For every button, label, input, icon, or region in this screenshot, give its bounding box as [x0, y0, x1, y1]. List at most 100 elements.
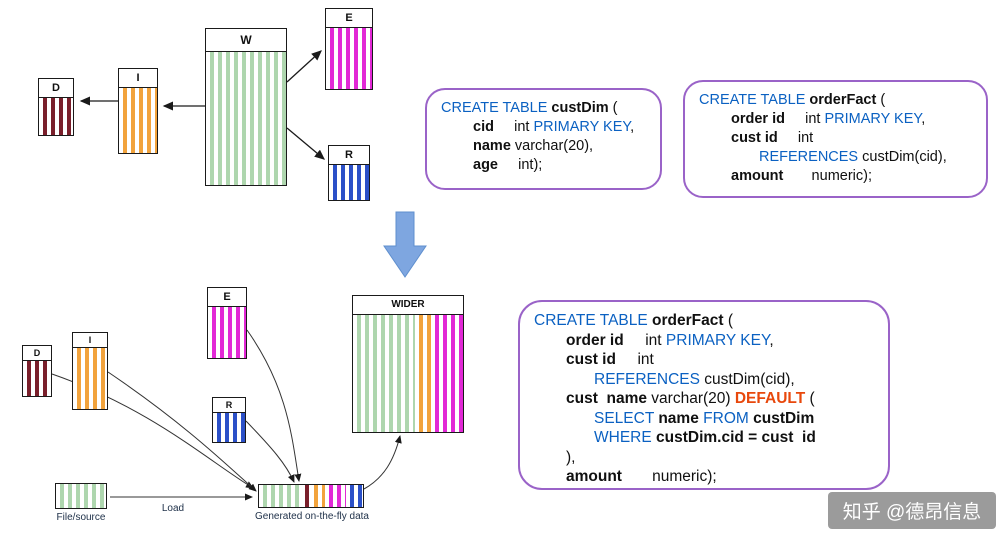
table-box-i-top-label: I	[119, 69, 157, 88]
sql-segment: (	[876, 92, 886, 108]
table-box-d-top-body	[39, 98, 73, 135]
wider-segment-orange	[414, 315, 432, 432]
table-box-r-top: R	[328, 145, 370, 201]
sql-line: REFERENCES custDim(cid),	[759, 148, 972, 167]
sql-segment: ),	[566, 448, 576, 466]
sql-segment: ,	[769, 331, 774, 349]
table-box-d-bottom-body	[23, 361, 51, 396]
sql-segment: age	[473, 157, 498, 173]
sql-segment: int	[784, 111, 825, 127]
table-box-e-top-label: E	[326, 9, 372, 28]
table-box-w-label: W	[206, 29, 286, 52]
sql-segment: name	[658, 409, 699, 427]
sql-box-custdim: CREATE TABLE custDim ( cid int PRIMARY KE…	[425, 88, 662, 190]
file-source-label: File/source	[56, 512, 106, 523]
table-box-wider-body	[353, 315, 463, 432]
generated-segment-green	[259, 485, 301, 507]
sql-line: SELECT name FROM custDim	[594, 409, 874, 429]
table-box-e-bottom: E	[207, 287, 247, 359]
sql-line: age int);	[473, 156, 646, 175]
watermark-badge: 知乎 @德昂信息	[828, 492, 996, 529]
table-box-r-top-label: R	[329, 146, 369, 165]
sql-segment: WHERE	[594, 429, 652, 446]
sql-segment: REFERENCES	[759, 149, 859, 165]
table-box-wider-label: WIDER	[353, 296, 463, 315]
sql-line: WHERE custDim.cid = cust id	[594, 428, 874, 448]
wider-segment-green	[353, 315, 415, 432]
table-box-i-top: I	[118, 68, 158, 154]
sql-line: CREATE TABLE orderFact (	[534, 311, 874, 331]
generated-data-label: Generated on-the-fly data	[255, 511, 369, 522]
sql-segment: varchar(20),	[510, 138, 594, 154]
table-box-e-bottom-label: E	[208, 288, 246, 307]
table-box-w: W	[205, 28, 287, 186]
sql-segment: CREATE TABLE	[699, 92, 810, 108]
sql-box-orderfact-wide: CREATE TABLE orderFact (order id int PRI…	[518, 300, 890, 490]
sql-box-orderfact: CREATE TABLE orderFact (order id int PRI…	[683, 80, 988, 198]
sql-segment: DEFAULT	[734, 390, 806, 407]
sql-segment: (	[608, 100, 618, 116]
sql-segment: FROM	[703, 409, 749, 427]
table-box-i-bottom: I	[72, 332, 108, 410]
sql-segment: name	[473, 138, 511, 154]
sql-segment: CREATE TABLE	[441, 100, 552, 116]
file-source-box-body	[56, 484, 106, 508]
sql-line: cid int PRIMARY KEY,	[473, 118, 646, 137]
sql-segment: (	[723, 312, 733, 329]
table-box-i-bottom-body	[73, 348, 107, 409]
arrow-w-to-e	[286, 50, 322, 83]
sql-segment: orderFact	[652, 312, 724, 329]
sql-segment: (	[805, 390, 815, 407]
sql-segment: int	[615, 351, 654, 368]
sql-segment: PRIMARY KEY	[665, 331, 770, 349]
sql-segment: cust id	[731, 130, 778, 146]
sql-segment: int	[777, 130, 814, 146]
sql-segment: custDim(cid),	[858, 149, 947, 165]
curve-r-to-generated	[245, 420, 295, 483]
sql-segment: REFERENCES	[594, 370, 700, 388]
generated-segment-orange	[309, 485, 325, 507]
sql-segment: custDim.cid	[656, 429, 744, 446]
table-box-r-bottom-body	[213, 413, 245, 442]
table-box-e-top-body	[326, 28, 372, 89]
sql-segment: numeric);	[621, 468, 717, 485]
table-box-d-top-label: D	[39, 79, 73, 98]
curve-e-to-generated	[246, 329, 302, 482]
sql-segment: int	[623, 331, 666, 349]
table-box-r-bottom-label: R	[213, 398, 245, 413]
table-box-w-body	[206, 52, 286, 185]
table-box-d-bottom-label: D	[23, 346, 51, 361]
wider-segment-magenta	[431, 315, 463, 432]
sql-segment: CREATE TABLE	[534, 312, 653, 329]
sql-segment: int);	[498, 157, 543, 173]
sql-segment: cid	[473, 119, 494, 135]
sql-segment: order id	[566, 331, 624, 349]
table-box-d-top: D	[38, 78, 74, 136]
file-source-box	[55, 483, 107, 509]
sql-segment: cust id	[566, 351, 616, 368]
sql-line: ),	[566, 448, 874, 468]
sql-line: amount numeric);	[731, 167, 972, 186]
transform-down-arrow	[383, 211, 427, 278]
generated-data-box-body	[259, 485, 363, 507]
sql-line: order id int PRIMARY KEY,	[731, 110, 972, 129]
generated-segment-blue	[346, 485, 363, 507]
sql-segment: orderFact	[809, 92, 877, 108]
sql-segment: varchar(20)	[646, 390, 735, 407]
sql-line: CREATE TABLE orderFact (	[699, 91, 972, 110]
sql-segment: order id	[731, 111, 785, 127]
sql-line: cust id int	[566, 350, 874, 370]
sql-segment: PRIMARY KEY	[824, 111, 922, 127]
table-box-r-bottom: R	[212, 397, 246, 443]
table-box-r-top-body	[329, 165, 369, 200]
sql-line: cust id int	[731, 129, 972, 148]
arrow-w-to-r	[286, 127, 325, 160]
curve-generated-to-wider	[363, 435, 402, 490]
sql-segment: custDim	[753, 409, 815, 427]
table-box-i-top-body	[119, 88, 157, 153]
sql-line: order id int PRIMARY KEY,	[566, 331, 874, 351]
load-label: Load	[161, 503, 185, 514]
generated-data-box	[258, 484, 364, 508]
sql-segment: custDim	[551, 100, 609, 116]
